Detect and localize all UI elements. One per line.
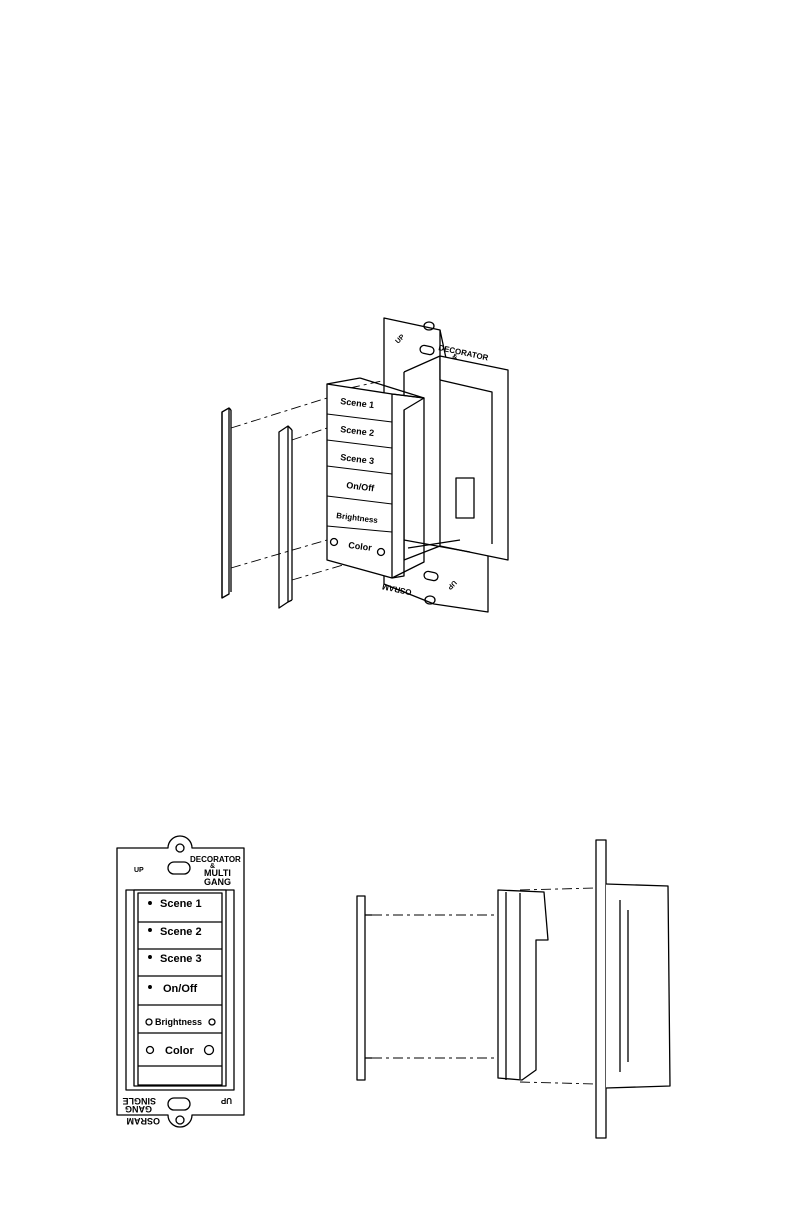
front-up-label: UP [134, 867, 144, 874]
side-view [357, 840, 670, 1138]
front-button-label-scene3: Scene 3 [160, 953, 202, 965]
faceplate-sub [279, 426, 292, 608]
exploded-view: UP DECORATOR & MULTI GANG UP OSRAM [222, 318, 508, 612]
front-rating-line1: DECORATOR [190, 855, 241, 864]
front-button-label-scene2: Scene 2 [160, 926, 202, 938]
front-brand: OSRAM [127, 1116, 161, 1126]
front-view: UP DECORATOR & MULTI GANG SINGLE GANG UP… [117, 836, 244, 1127]
front-rating-line4: GANG [204, 877, 231, 887]
front-button-label-brightness: Brightness [155, 1017, 202, 1027]
front-bottom-up-label: UP [220, 1096, 232, 1105]
front-bottom-rating-line2: GANG [125, 1104, 152, 1114]
front-button-label-color: Color [165, 1045, 194, 1057]
front-button-label-scene1: Scene 1 [160, 898, 202, 910]
side-dashed-lines [372, 888, 596, 1084]
faceplate-front [222, 408, 231, 598]
front-button-label-onoff: On/Off [163, 983, 198, 995]
